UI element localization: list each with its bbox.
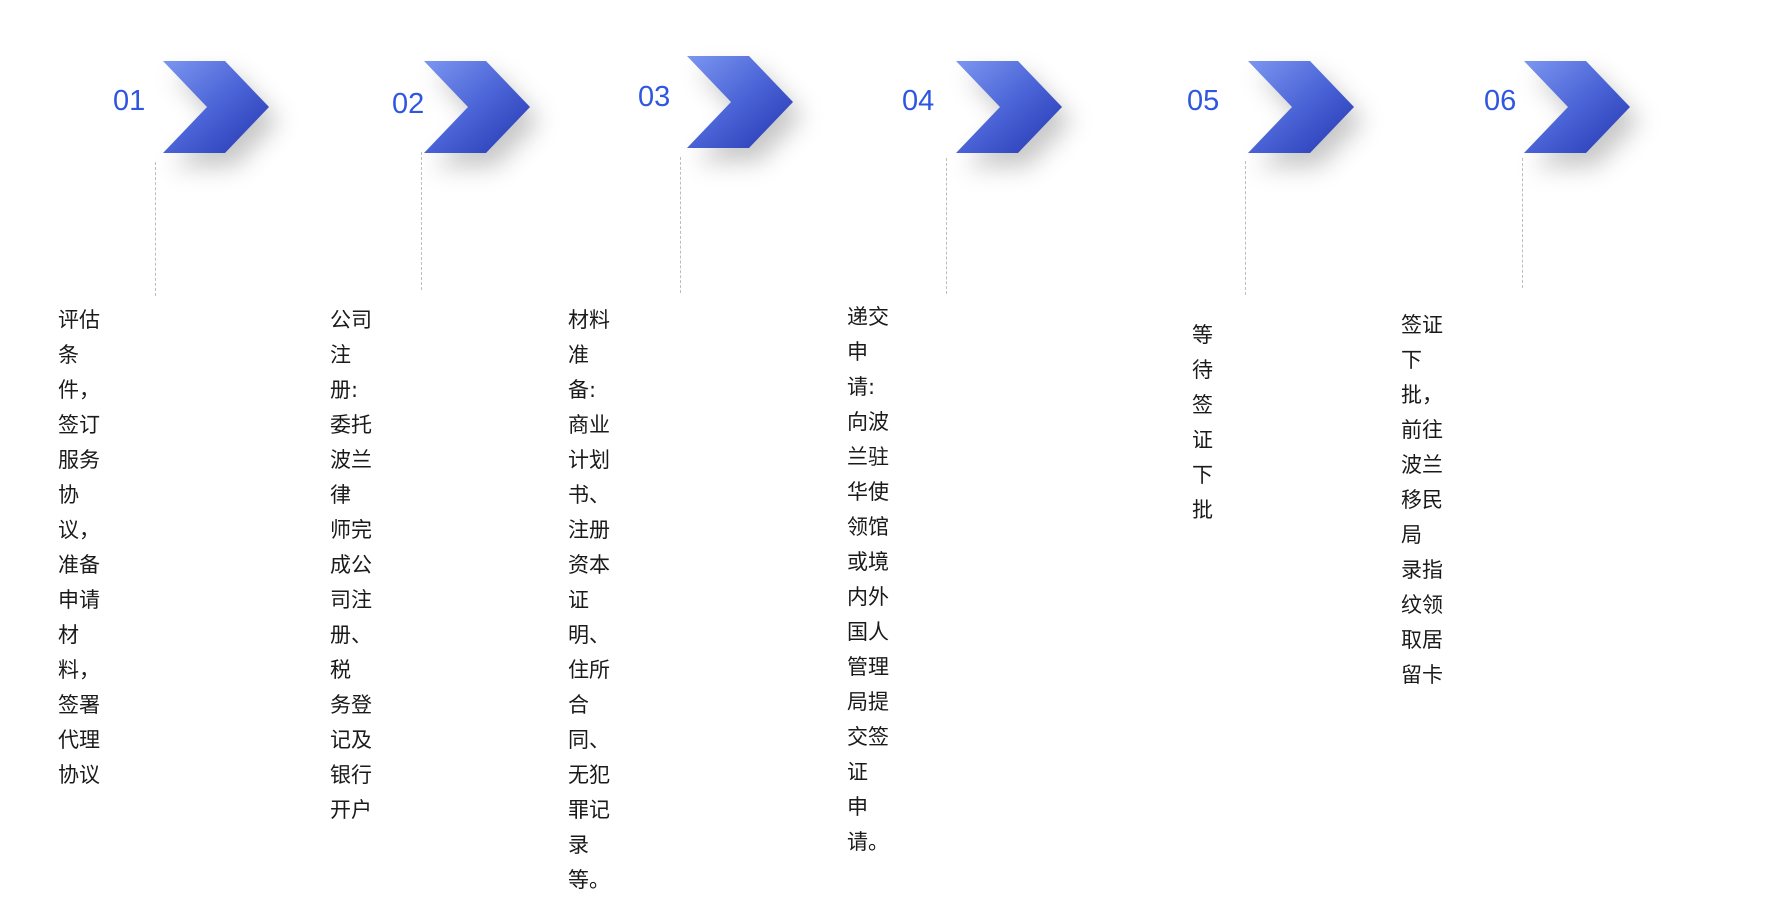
chevron-arrow-icon [1248, 61, 1354, 153]
step-description: 公司注册:委托波兰律 师完成公司注册、税 务登记及银行开户 [330, 308, 372, 822]
step-description: 签证下批，前往波兰移民局 录指纹领取居留卡 [1401, 313, 1443, 687]
dashed-connector-line [680, 157, 681, 293]
chevron-arrow-icon [163, 61, 269, 153]
step-description: 递交申请:向波兰驻华使领馆 或境内外国人管理局提交签证 申请。 [847, 305, 889, 854]
chevron-arrow-icon [956, 61, 1062, 153]
dashed-connector-line [1245, 161, 1246, 295]
step-description: 等待签证下批 [1192, 323, 1213, 522]
step-number: 03 [638, 81, 671, 113]
chevron-arrow-icon [1524, 61, 1630, 153]
step-number: 06 [1484, 85, 1517, 117]
step-number: 05 [1187, 85, 1220, 117]
step-number: 01 [113, 85, 146, 117]
dashed-connector-line [155, 162, 156, 296]
step-description: 材料准备:商业计划书、 注册资本证明、住所合 同、无犯罪记录等。 [568, 308, 610, 892]
step-number: 02 [392, 88, 425, 120]
step-number: 04 [902, 85, 935, 117]
chevron-arrow-icon [424, 61, 530, 153]
dashed-connector-line [1522, 158, 1523, 288]
chevron-arrow-icon [687, 56, 793, 148]
step-description: 评估条件，签订服务 协议，准备申请材 料，签署代理协议 [58, 308, 100, 787]
dashed-connector-line [421, 152, 422, 290]
dashed-connector-line [946, 158, 947, 294]
